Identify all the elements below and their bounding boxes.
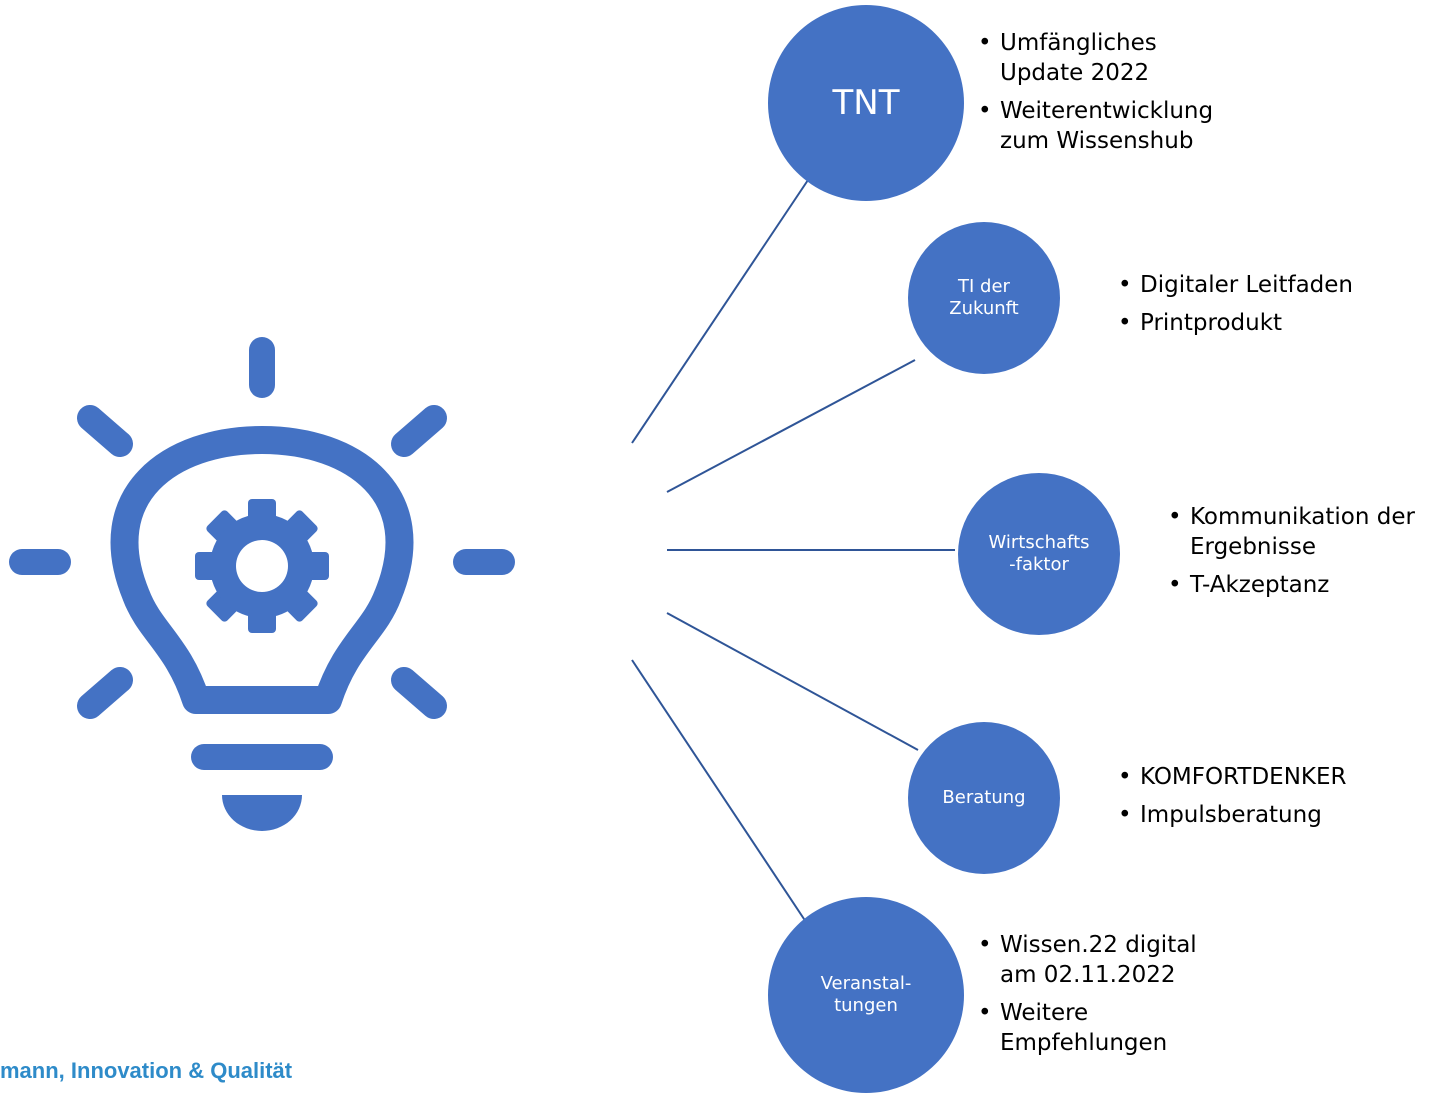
bullet-item: Digitaler Leitfaden (1115, 270, 1353, 300)
bullet-item: T-Akzeptanz (1165, 570, 1415, 600)
connector-line-ti-der-zukunft (666, 359, 916, 493)
node-tnt-bullets: Umfängliches Update 2022 Weiterentwicklu… (975, 28, 1213, 164)
connector-line-beratung (666, 612, 919, 751)
node-wirtschaftsfaktor-label: Wirtschafts -faktor (988, 531, 1090, 576)
node-beratung: Beratung (908, 722, 1060, 874)
node-veranstaltungen: Veranstal- tungen (768, 897, 964, 1093)
bullet-item: Wissen.22 digital am 02.11.2022 (975, 930, 1197, 990)
bullet-item: Weiterentwicklung zum Wissenshub (975, 96, 1213, 156)
connector-line-tnt (631, 179, 809, 444)
bullet-item: Kommunikation der Ergebnisse (1165, 502, 1415, 562)
node-tnt-label: TNT (832, 82, 900, 123)
node-veranstaltungen-label: Veranstal- tungen (820, 972, 912, 1017)
connector-line-veranstaltungen (631, 659, 809, 926)
node-wirtschaftsfaktor-bullets: Kommunikation der Ergebnisse T-Akzeptanz (1165, 502, 1415, 608)
node-beratung-bullets: KOMFORTDENKER Impulsberatung (1115, 762, 1347, 838)
node-ti-der-zukunft-bullets: Digitaler Leitfaden Printprodukt (1115, 270, 1353, 346)
node-wirtschaftsfaktor: Wirtschafts -faktor (958, 473, 1120, 635)
bullet-item: Impulsberatung (1115, 800, 1347, 830)
bullet-item: Weitere Empfehlungen (975, 998, 1197, 1058)
bullet-item: Umfängliches Update 2022 (975, 28, 1213, 88)
node-veranstaltungen-bullets: Wissen.22 digital am 02.11.2022 Weitere … (975, 930, 1197, 1066)
node-beratung-label: Beratung (942, 786, 1026, 808)
bullet-item: Printprodukt (1115, 308, 1353, 338)
node-ti-der-zukunft: TI der Zukunft (908, 222, 1060, 374)
bullet-item: KOMFORTDENKER (1115, 762, 1347, 792)
node-tnt: TNT (768, 5, 964, 201)
lightbulb-gear-icon (9, 337, 515, 831)
node-ti-der-zukunft-label: TI der Zukunft (949, 275, 1019, 320)
footer-text: mann, Innovation & Qualität (0, 1058, 293, 1083)
